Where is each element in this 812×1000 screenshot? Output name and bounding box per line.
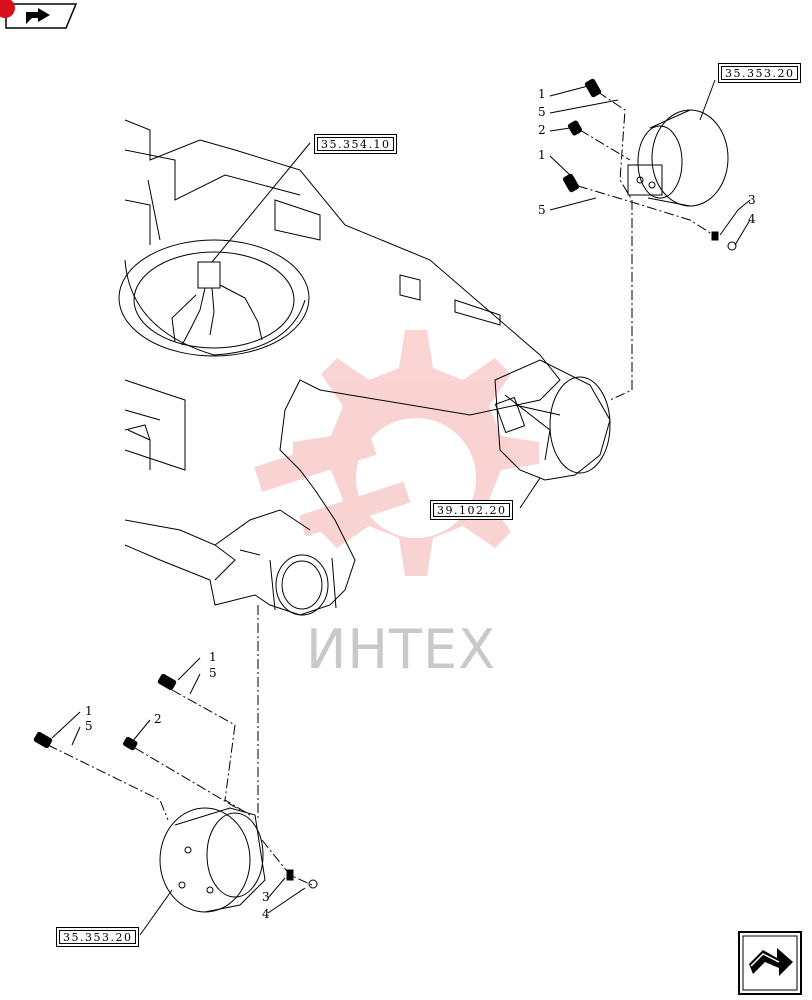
- travel-motor-lower: [159, 807, 266, 913]
- back-navigation-button[interactable]: [0, 0, 78, 30]
- reference-box-center-top[interactable]: 35.354.10: [314, 134, 398, 154]
- assembly-lines: [47, 91, 716, 886]
- travel-motor-upper: [627, 109, 729, 207]
- callout-label: 2: [538, 123, 546, 137]
- callout-label: 5: [209, 666, 217, 680]
- callout-label: 5: [538, 105, 546, 119]
- watermark-gear-logo: [254, 330, 539, 576]
- callout-label: 5: [85, 719, 93, 733]
- frame-drawing: [118, 119, 611, 616]
- leader-lines: [51, 79, 751, 936]
- callout-label: 3: [748, 193, 756, 207]
- reference-box-bottom-left[interactable]: 35.353.20: [56, 927, 140, 947]
- callout-label: 1: [85, 704, 93, 718]
- callout-label: 2: [154, 712, 162, 726]
- callout-label: 5: [538, 203, 546, 217]
- next-navigation-button[interactable]: [737, 930, 803, 996]
- red-badge: [0, 0, 15, 18]
- watermark-text: ИНТЕХ: [306, 618, 497, 681]
- callout-label: 1: [538, 148, 546, 162]
- callout-label: 1: [538, 87, 546, 101]
- callout-label: 3: [262, 890, 270, 904]
- next-arrow-icon: [738, 931, 802, 995]
- callout-label: 4: [262, 907, 270, 921]
- reference-box-center[interactable]: 39.102.20: [430, 500, 514, 520]
- back-arrow-icon: [5, 3, 78, 29]
- callout-label: 1: [209, 650, 217, 664]
- reference-box-top-right[interactable]: 35.353.20: [718, 63, 802, 83]
- callout-label: 4: [748, 212, 756, 226]
